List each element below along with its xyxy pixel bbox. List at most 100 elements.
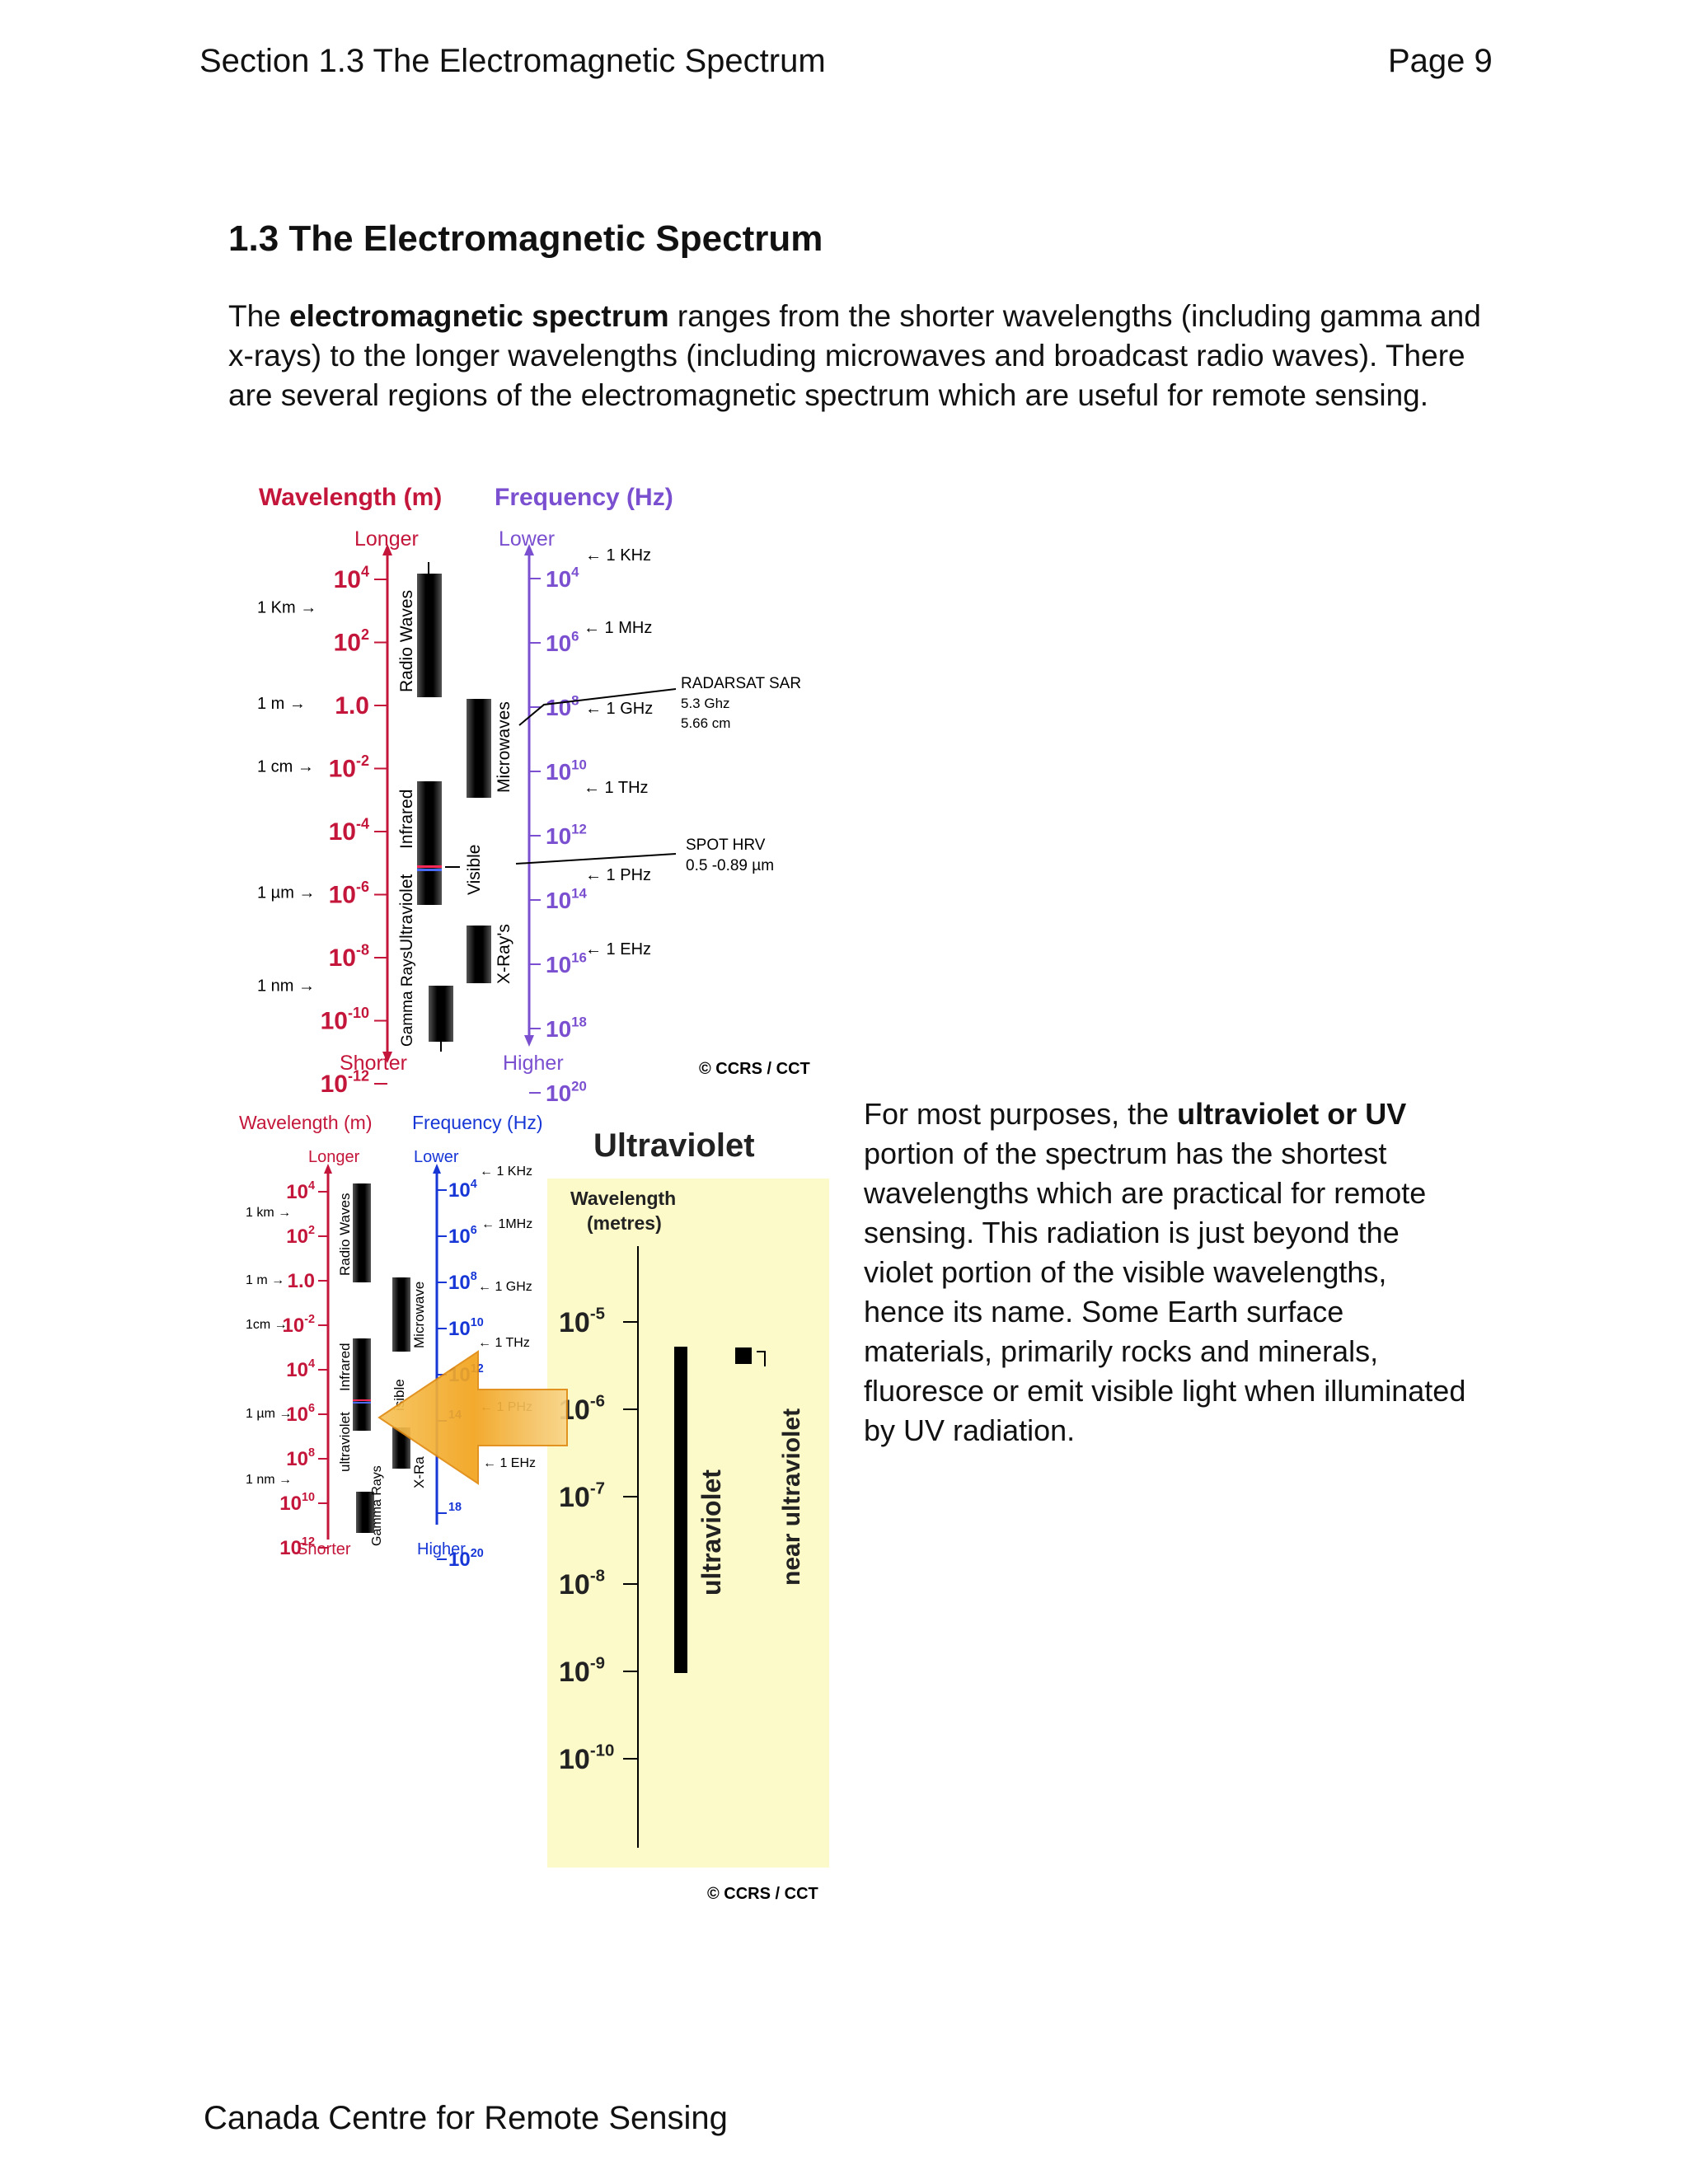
page-footer: Canada Centre for Remote Sensing (204, 2100, 728, 2136)
visible-band-blue (417, 869, 442, 871)
radio-waves-bar (417, 574, 442, 697)
frequency-reference-label: ← 1 THz (584, 779, 649, 797)
frequency-tick-label: 108 (448, 1270, 477, 1294)
wavelength-reference-label: 1 Km → (257, 599, 316, 617)
zoom-arrow (377, 1350, 568, 1485)
uv-panel (547, 1179, 829, 1868)
wavelength-tick-label: 10-2 (283, 1313, 316, 1337)
intro-term: electromagnetic spectrum (289, 299, 669, 333)
ultraviolet-range-label: ultraviolet (696, 1469, 726, 1596)
wavelength-axis-title: Wavelength (m) (259, 484, 442, 511)
wavelength-tick-label: 10-8 (329, 942, 369, 972)
frequency-reference-label: ← 1 GHz (585, 700, 653, 718)
infrared-label: Infrared (337, 1343, 353, 1391)
uv-wavelength-label: Wavelength (570, 1188, 676, 1209)
wavelength-arrow-up (382, 544, 392, 555)
infrared-uv-bar (417, 781, 442, 905)
frequency-tick-label: 104 (546, 564, 579, 592)
frequency-reference-label: ← 1 EHz (585, 940, 651, 958)
running-header-section: Section 1.3 The Electromagnetic Spectrum (199, 43, 826, 79)
frequency-tick-label: 106 (448, 1224, 477, 1248)
microwaves-label: Microwaves (495, 701, 513, 793)
gamma-rays-bar (429, 986, 453, 1042)
frequency-reference-label: ← 1 KHz (480, 1165, 532, 1179)
uv-tick-label: 10-10 (559, 1742, 614, 1775)
spot-range: 0.5 -0.89 µm (686, 857, 774, 874)
frequency-tick-label: 1012 (546, 821, 587, 849)
gamma-rays-bar (356, 1492, 374, 1533)
frequency-tick-label: 108 (546, 692, 579, 720)
near-uv-pointer (757, 1351, 766, 1366)
lower-label: Lower (499, 527, 555, 551)
wavelength-arrow-up (324, 1164, 332, 1174)
spot-title: SPOT HRV (686, 837, 766, 854)
shorter-label: Shorter (297, 1540, 351, 1558)
frequency-reference-label: ← 1 EHz (483, 1456, 536, 1470)
wavelength-reference-label: 1 µm → (257, 884, 315, 902)
wavelength-tick-label: 10-2 (329, 752, 369, 783)
frequency-axis-title: Frequency (Hz) (495, 484, 673, 511)
intro-rest: ranges from the shorter wavelengths (inc… (228, 299, 1481, 412)
frequency-references: ← 1 KHz ← 1 MHz ← 1 GHz ← 1 THz ← 1 PHz ← 1 E… (584, 546, 653, 958)
wavelength-tick-label: 104 (334, 564, 369, 594)
figure-credit: © CCRS / CCT (699, 1060, 810, 1078)
gamma-rays-label: Gamma Rays (370, 1465, 384, 1546)
uv-wavelength-unit: (metres) (587, 1212, 662, 1234)
frequency-axis-title: Frequency (Hz) (412, 1112, 542, 1133)
uv-spectrum-figure: Wavelength (m) Frequency (Hz) Longer Low… (239, 1112, 829, 1903)
wavelength-tick-label: 104 (286, 1357, 315, 1381)
spot-leader (515, 853, 677, 865)
near-uv-marker (735, 1347, 752, 1364)
frequency-arrow-up (433, 1164, 441, 1174)
wavelength-reference-label: 1 nm → (246, 1473, 292, 1487)
ultraviolet-range-bar (674, 1347, 687, 1673)
intro-paragraph: The electromagnetic spectrum ranges from… (228, 297, 1498, 415)
infrared-label: Infrared (397, 790, 416, 849)
uv-lead: For most purposes, the (864, 1097, 1178, 1131)
x-rays-bar (467, 926, 491, 983)
frequency-tick-label: 1010 (546, 757, 587, 785)
frequency-arrow-up (524, 544, 534, 555)
radarsat-leader (518, 688, 677, 726)
lower-label: Lower (414, 1148, 459, 1166)
wavelength-tick-label: 102 (334, 626, 369, 657)
uv-tick-label: 10-8 (559, 1568, 605, 1601)
intro-lead: The (228, 299, 290, 333)
frequency-tick-label: 1016 (546, 949, 587, 977)
wavelength-references: 1 km →1 m →1cm →1 µm →1 nm → (246, 1206, 292, 1487)
wavelength-reference-label: 1 m → (246, 1273, 284, 1287)
visible-band-red (353, 1399, 371, 1401)
uv-tick-label: 10-7 (559, 1480, 605, 1513)
frequency-reference-label: ← 1 GHz (478, 1280, 532, 1294)
longer-label: Longer (308, 1148, 360, 1166)
shorter-label: Shorter (340, 1052, 407, 1075)
frequency-tick-label: 104 (448, 1178, 477, 1202)
microwaves-bar (467, 699, 491, 798)
infrared-uv-bar (353, 1338, 371, 1431)
x-rays-label: X-Ray's (495, 924, 513, 984)
wavelength-reference-label: 1 nm → (257, 977, 315, 996)
frequency-tick-label: 1018 (546, 1014, 587, 1042)
x-rays-label: X-Ra (411, 1456, 427, 1488)
frequency-tick-label: 18 (448, 1501, 462, 1514)
uv-paragraph: For most purposes, the ultraviolet or UV… (864, 1094, 1474, 1451)
wavelength-tick-label: 1.0 (335, 692, 369, 719)
frequency-reference-label: ← 1 MHz (584, 619, 652, 637)
radio-waves-bar (353, 1183, 371, 1282)
em-spectrum-figure: Wavelength (m) Frequency (Hz) Longer Low… (257, 484, 810, 1106)
radarsat-wavelength: 5.66 cm (681, 715, 730, 731)
frequency-references: ← 1 KHz← 1MHz← 1 GHz← 1 THz← 1 PHz← 1 EH… (478, 1165, 536, 1470)
near-uv-label: near ultraviolet (778, 1408, 805, 1586)
microwave-bar (392, 1277, 410, 1352)
frequency-tick-label: 106 (546, 628, 579, 656)
frequency-tick-label: 1014 (546, 885, 587, 913)
uv-tick-label: 10-9 (559, 1655, 605, 1688)
wavelength-reference-label: 1 m → (257, 695, 306, 713)
frequency-reference-label: ← 1 KHz (585, 546, 651, 565)
frequency-reference-label: ← 1 PHz (585, 866, 651, 884)
wavelength-reference-label: 1 km → (246, 1206, 291, 1220)
wavelength-reference-label: 1 cm → (257, 758, 314, 776)
wavelength-tick-label: 1.0 (288, 1270, 315, 1292)
